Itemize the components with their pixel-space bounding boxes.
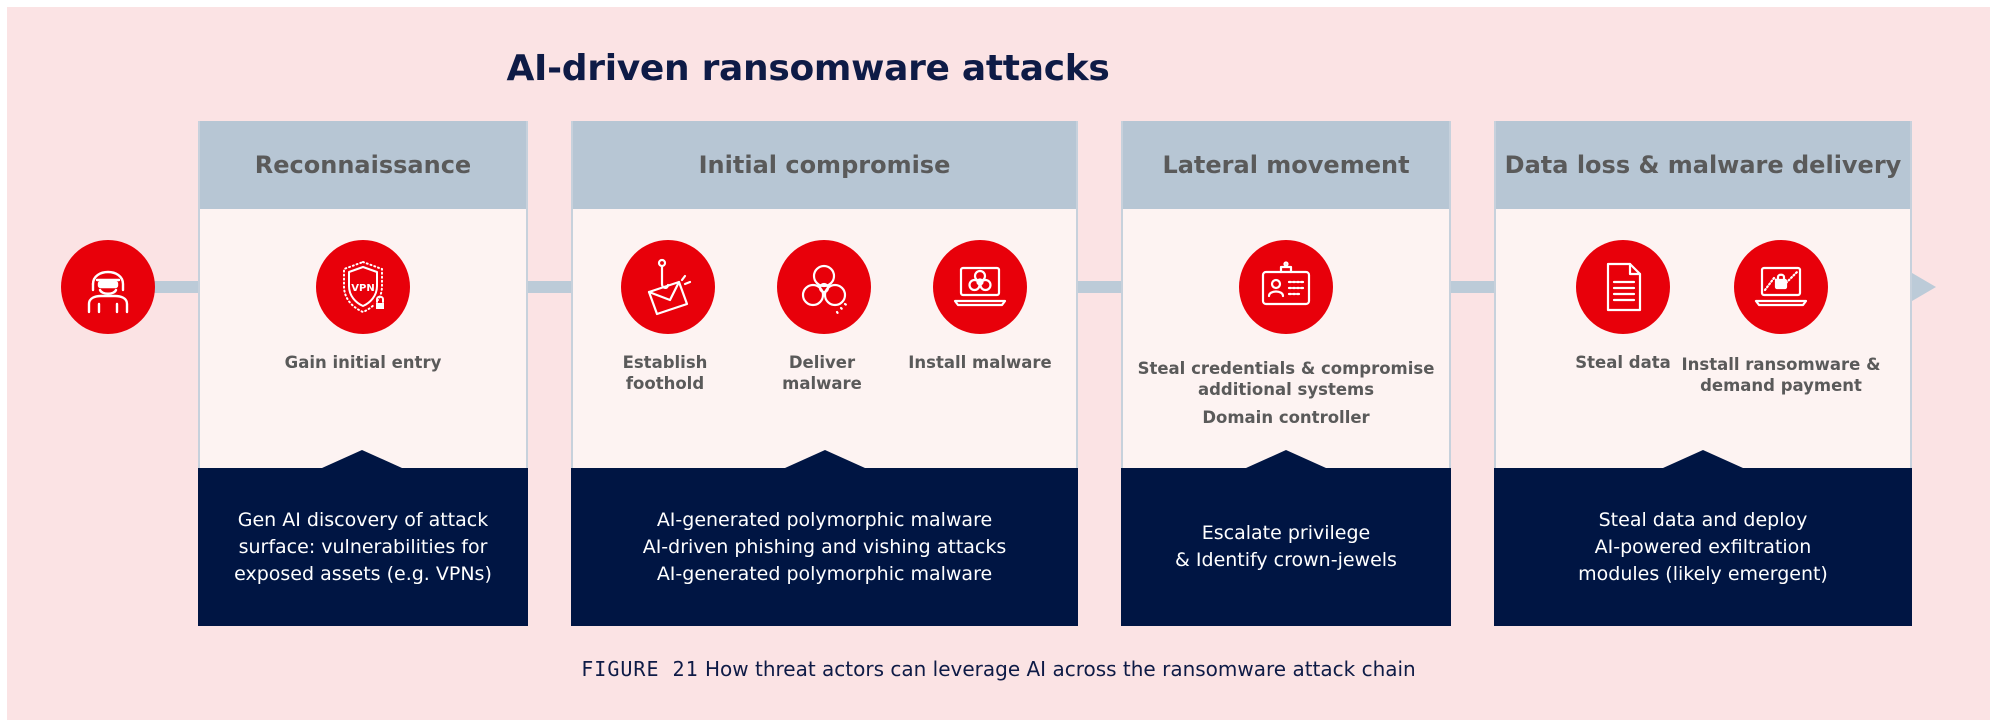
ai-role-line: AI-generated polymorphic malware xyxy=(656,508,993,531)
biohazard-icon xyxy=(777,240,871,334)
stage-data-loss: Data loss & malware delivery Steal data … xyxy=(1494,121,1912,626)
vpn-shield-lock-icon: VPN xyxy=(316,240,410,334)
ai-role-line: AI-driven phishing and vishing attacks xyxy=(642,535,1007,558)
step-label: Gain initial entry xyxy=(284,353,442,372)
ai-role-line: Gen AI discovery of attack xyxy=(237,508,489,531)
ai-role-line: AI-powered exfiltration xyxy=(1594,535,1812,558)
ai-role-line: surface: vulnerabilities for xyxy=(238,535,488,558)
stage-header: Reconnaissance xyxy=(200,121,526,209)
notch xyxy=(1246,450,1326,468)
stage-ai-role: Steal data and deploy AI-powered exfiltr… xyxy=(1494,450,1912,626)
step-label: Deliver malware xyxy=(782,353,862,393)
stage-header: Lateral movement xyxy=(1123,121,1449,209)
diagram-title: AI-driven ransomware attacks xyxy=(506,48,1110,89)
document-icon xyxy=(1576,240,1670,334)
phishing-hook-envelope-icon xyxy=(621,240,715,334)
id-card-icon xyxy=(1239,240,1333,334)
ai-role-line: AI-generated polymorphic malware xyxy=(656,562,993,585)
stage-lateral-movement: Lateral movement Escalate privilege & Id… xyxy=(1121,121,1451,626)
stage-ai-role: AI-generated polymorphic malware AI-driv… xyxy=(571,450,1078,626)
ai-role-line: exposed assets (e.g. VPNs) xyxy=(234,562,492,585)
step-label: Install malware xyxy=(908,353,1052,372)
step-label: Establish foothold xyxy=(622,353,708,393)
stage-ai-role: Gen AI discovery of attack surface: vuln… xyxy=(198,450,528,626)
ai-role-line: Steal data and deploy xyxy=(1598,508,1808,531)
stage-initial-compromise: Initial compromise AI-generated polymorp… xyxy=(571,121,1078,626)
laptop-lock-icon xyxy=(1734,240,1828,334)
stage-ai-role: Escalate privilege & Identify crown-jewe… xyxy=(1121,450,1451,626)
laptop-biohazard-icon xyxy=(933,240,1027,334)
stage-reconnaissance: Reconnaissance Gen AI discovery of attac… xyxy=(198,121,528,626)
hooded-hacker-icon xyxy=(61,240,155,334)
ai-role-line: & Identify crown-jewels xyxy=(1175,549,1397,571)
notch xyxy=(322,450,402,468)
step-label: Install ransomware & demand payment xyxy=(1681,355,1881,395)
notch xyxy=(1663,450,1743,468)
figure-number: FIGURE 21 xyxy=(581,657,699,681)
stage-header: Initial compromise xyxy=(573,121,1076,209)
ai-role-line: modules (likely emergent) xyxy=(1578,562,1828,585)
svg-text:VPN: VPN xyxy=(351,283,374,294)
figure-caption: FIGURE 21 How threat actors can leverage… xyxy=(0,657,1997,681)
ai-role-line: Escalate privilege xyxy=(1201,522,1371,544)
step-label: Steal data xyxy=(1575,353,1671,372)
step-label-secondary: Domain controller xyxy=(1202,408,1370,427)
notch xyxy=(785,450,865,468)
stage-header: Data loss & malware delivery xyxy=(1496,121,1910,209)
step-label: Steal credentials & compromise additiona… xyxy=(1137,359,1435,399)
caption-text: How threat actors can leverage AI across… xyxy=(705,657,1416,681)
